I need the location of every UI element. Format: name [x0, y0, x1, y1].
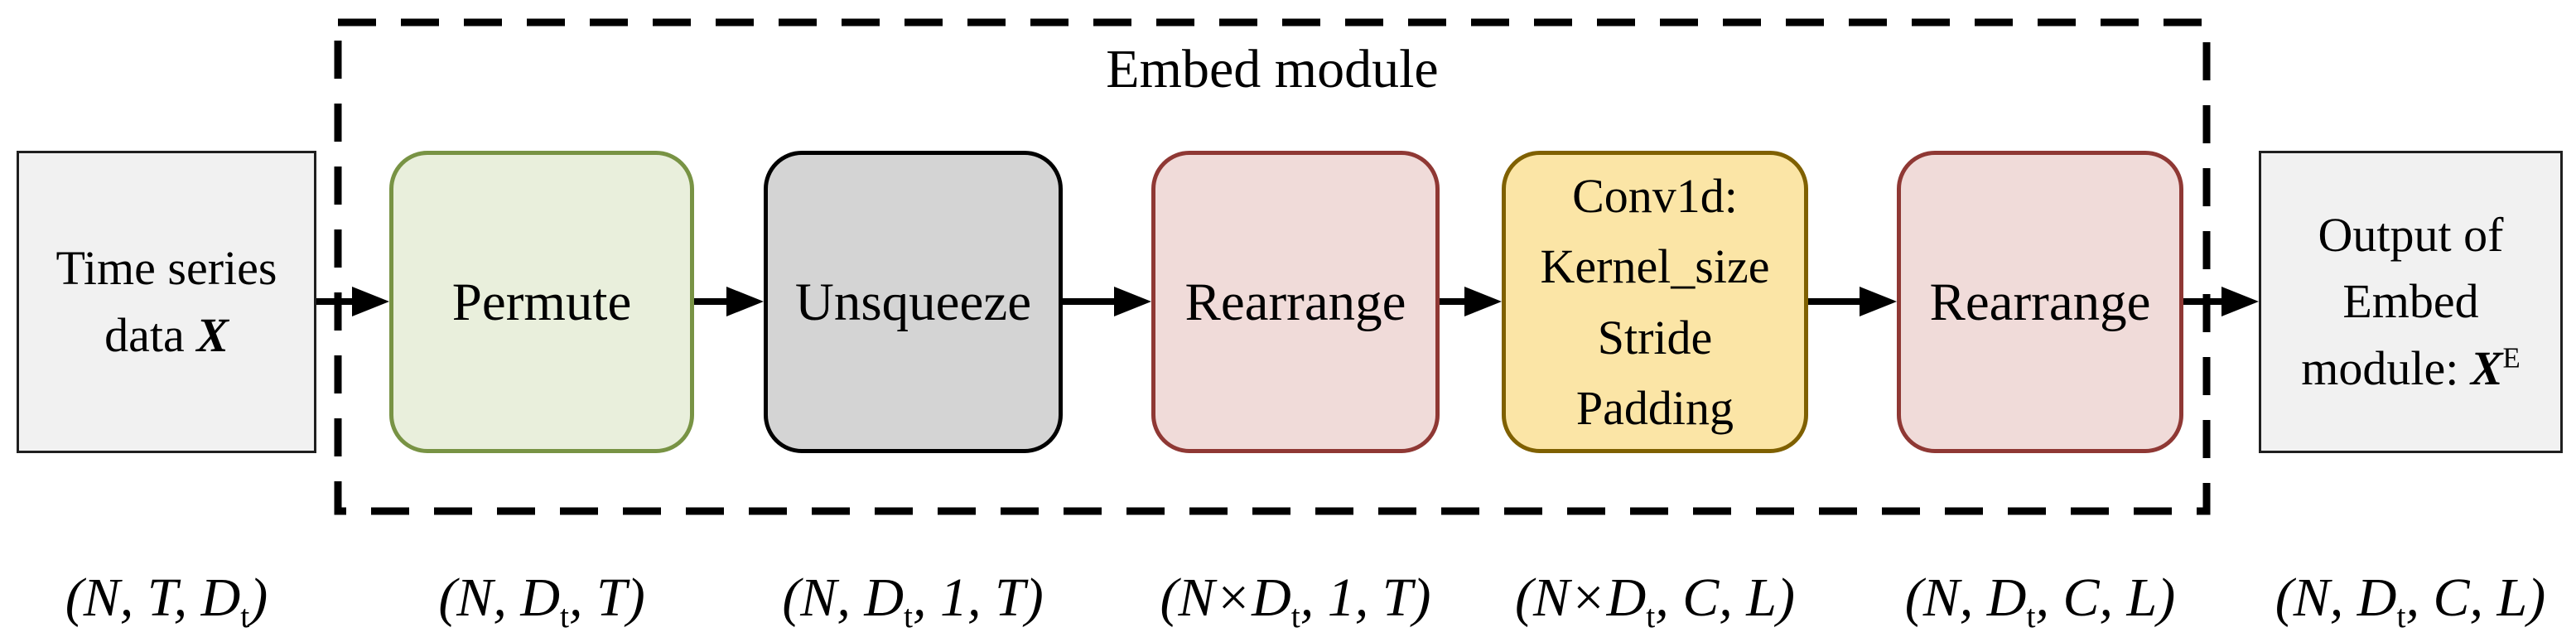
- shape-label-permute: (N, Dt, T): [438, 567, 645, 635]
- flow-arrow-2: [694, 287, 764, 316]
- step-label-rearrange-2: Rearrange: [1929, 272, 2151, 332]
- embed-module-boundary: [334, 18, 2211, 515]
- embed-module-title: Embed module: [1106, 39, 1439, 99]
- arrow-head-icon: [2221, 287, 2259, 316]
- flow-arrow-4: [1440, 287, 1502, 316]
- arrow-head-icon: [1860, 287, 1897, 316]
- flow-arrow-1: [316, 287, 389, 316]
- shape-label-input: (N, T, Dt): [65, 567, 268, 635]
- step-label-rearrange-1: Rearrange: [1184, 272, 1406, 332]
- arrow-head-icon: [352, 287, 389, 316]
- flow-arrow-3: [1063, 287, 1151, 316]
- shape-label-conv1d: (N×Dt, C, L): [1515, 567, 1795, 635]
- arrow-line: [1440, 298, 1470, 305]
- step-label-permute: Permute: [451, 272, 632, 332]
- arrow-line: [694, 298, 732, 305]
- arrow-head-icon: [1114, 287, 1151, 316]
- shape-label-output: (N, Dt, C, L): [2275, 567, 2546, 635]
- dashed-border: [334, 18, 2211, 515]
- arrow-line: [316, 298, 358, 305]
- arrow-line: [2183, 298, 2227, 305]
- step-box-rearrange-2: Rearrange: [1897, 151, 2183, 453]
- flow-arrow-5: [1808, 287, 1897, 316]
- step-box-unsqueeze: Unsqueeze: [764, 151, 1063, 453]
- arrow-head-icon: [1464, 287, 1502, 316]
- shape-label-rearrange-2: (N, Dt, C, L): [1904, 567, 2176, 635]
- shape-label-rearrange-1: (N×Dt, 1, T): [1160, 567, 1431, 635]
- arrow-line: [1063, 298, 1120, 305]
- arrow-head-icon: [726, 287, 764, 316]
- shape-label-unsqueeze: (N, Dt, 1, T): [782, 567, 1044, 635]
- arrow-line: [1808, 298, 1865, 305]
- step-box-rearrange-1: Rearrange: [1151, 151, 1440, 453]
- flow-arrow-6: [2183, 287, 2259, 316]
- step-label-unsqueeze: Unsqueeze: [794, 272, 1032, 332]
- step-box-permute: Permute: [389, 151, 694, 453]
